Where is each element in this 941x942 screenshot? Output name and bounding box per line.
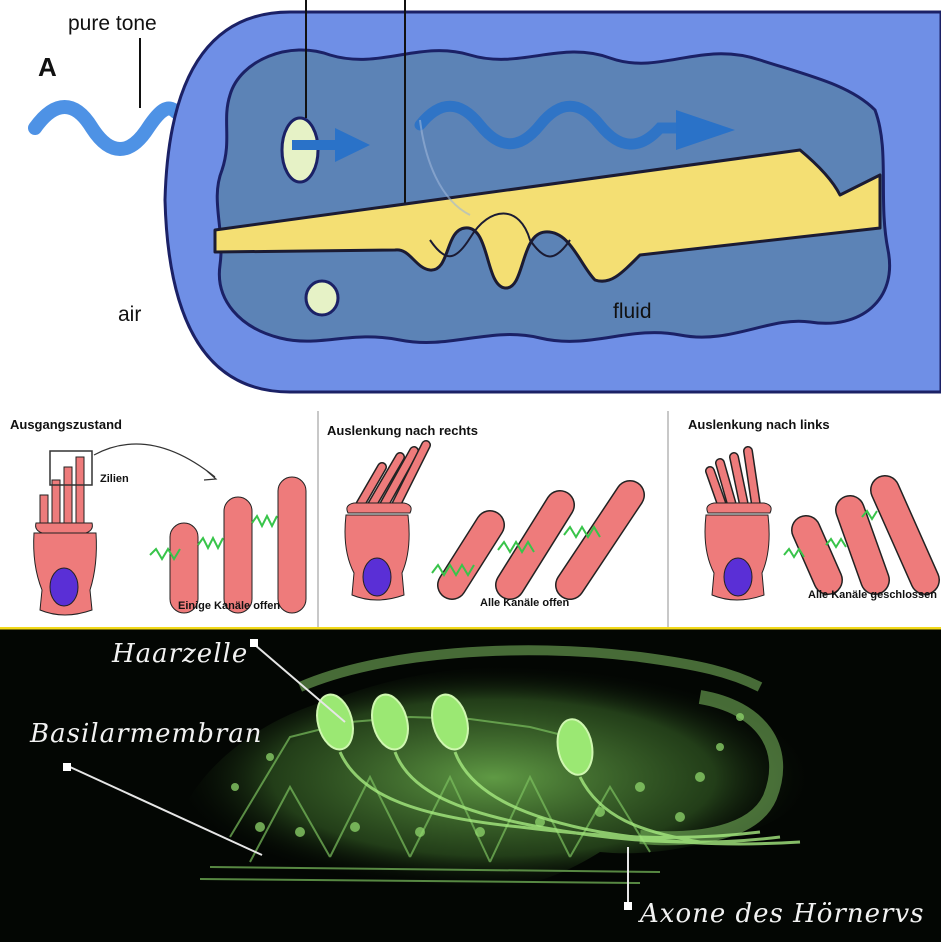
stereocilia-zoom-right xyxy=(432,495,630,585)
caption-left: Alle Kanäle geschlossen xyxy=(808,589,937,601)
hair-cell-deflected-right xyxy=(345,445,426,600)
air-label: air xyxy=(118,303,141,327)
hair-cell-deflected-left xyxy=(705,451,771,600)
caption-resting: Einige Kanäle offen xyxy=(178,600,280,612)
state-title-right: Auslenkung nach rechts xyxy=(327,423,478,438)
pure-tone-label: pure tone xyxy=(68,12,157,36)
organ-of-corti-micrograph xyxy=(0,627,941,942)
stereocilia-zoom-resting xyxy=(150,477,306,613)
basilar-membrane-label: Basilarmembran xyxy=(30,719,263,749)
state-title-resting: Ausgangszustand xyxy=(10,417,122,432)
organ-of-corti-micrograph-panel: Haarzelle Basilarmembran Axone des Hörne… xyxy=(0,627,941,942)
state-title-left: Auslenkung nach links xyxy=(688,417,830,432)
cochlea-model-diagram xyxy=(0,0,941,405)
axons-label: Axone des Hörnervs xyxy=(640,899,924,929)
panel-letter: A xyxy=(38,52,57,83)
zoom-label: Zilien xyxy=(100,473,129,485)
hair-cell-label: Haarzelle xyxy=(112,639,248,669)
stereocilia-zoom-left xyxy=(784,490,925,580)
hair-cell-states-diagram xyxy=(0,405,941,627)
fluid-label: fluid xyxy=(613,300,652,324)
sound-wave-icon xyxy=(35,107,176,149)
round-window xyxy=(306,281,338,315)
caption-right: Alle Kanäle offen xyxy=(480,597,569,609)
hair-cell-states-panel: Ausgangszustand Zilien Einige Kanäle off… xyxy=(0,405,941,627)
cochlea-model-panel: A pure tone air fluid xyxy=(0,0,941,405)
